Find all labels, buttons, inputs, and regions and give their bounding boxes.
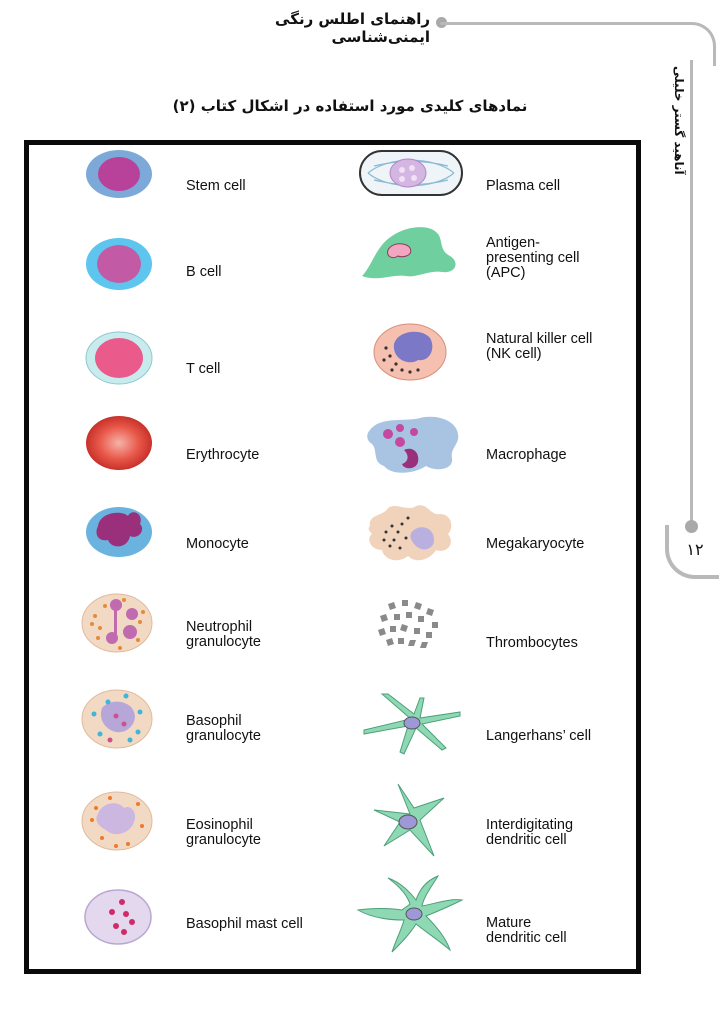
header-rule [440, 22, 690, 25]
interdigitating-icon [373, 783, 445, 857]
label-basophil-line2: granulocyte [186, 728, 261, 744]
section-title: نمادهای کلیدی مورد استفاده در اشکال کتاب… [172, 97, 528, 115]
label-stem-cell: Stem cell [186, 178, 246, 194]
running-header-title: راهنمای اطلس رنگی ایمنی‌شناسی [275, 10, 430, 46]
header-corner-curve [672, 22, 716, 66]
label-eosinophil-line1: Eosinophil [186, 817, 253, 833]
t-cell-icon [85, 331, 153, 385]
neutrophil-icon [81, 593, 153, 653]
label-neutrophil-line2: granulocyte [186, 634, 261, 650]
plasma-cell-icon [359, 150, 463, 196]
eosinophil-icon [81, 791, 153, 851]
label-apc-line1: Antigen- [486, 235, 541, 251]
label-mature-dendritic-line2: dendritic cell [486, 930, 567, 946]
label-langerhans: Langerhans’ cell [486, 728, 592, 744]
megakaryocyte-icon [368, 505, 452, 561]
mature-dendritic-icon [356, 874, 464, 953]
label-apc-line2: presenting cell [486, 250, 580, 266]
monocyte-icon [86, 507, 152, 557]
label-b-cell: B cell [186, 264, 222, 280]
thrombocytes-icon [378, 600, 438, 648]
stem-cell-icon [86, 150, 152, 198]
apc-icon [362, 227, 456, 279]
nk-cell-icon [373, 323, 447, 381]
label-t-cell: T cell [186, 361, 221, 377]
label-megakaryocyte: Megakaryocyte [486, 536, 585, 552]
macrophage-icon [367, 416, 459, 473]
label-apc-line3: (APC) [486, 265, 526, 281]
label-eosinophil-line2: granulocyte [186, 832, 261, 848]
side-author-label: آناهید گستر خلیلی [672, 65, 686, 175]
label-interdigitating-line1: Interdigitating [486, 817, 574, 833]
page-number-arc [665, 525, 719, 579]
label-erythrocyte: Erythrocyte [186, 447, 260, 463]
label-nk-line1: Natural killer cell [486, 331, 593, 347]
label-mast-cell: Basophil mast cell [186, 916, 303, 932]
label-plasma-cell: Plasma cell [486, 178, 561, 194]
basophil-icon [81, 689, 153, 749]
mast-cell-icon [84, 889, 152, 945]
label-basophil-line1: Basophil [186, 713, 242, 729]
label-thrombocytes: Thrombocytes [486, 635, 578, 651]
label-nk-line2: (NK cell) [486, 346, 542, 362]
langerhans-icon [363, 693, 461, 755]
label-interdigitating-line2: dendritic cell [486, 832, 567, 848]
label-neutrophil-line1: Neutrophil [186, 619, 253, 635]
b-cell-icon [86, 238, 152, 290]
label-monocyte: Monocyte [186, 536, 249, 552]
side-rule [690, 60, 693, 525]
label-macrophage: Macrophage [486, 447, 567, 463]
erythrocyte-icon [86, 416, 152, 470]
page-number: ۱۲ [686, 540, 704, 559]
label-mature-dendritic-line1: Mature [486, 915, 532, 931]
